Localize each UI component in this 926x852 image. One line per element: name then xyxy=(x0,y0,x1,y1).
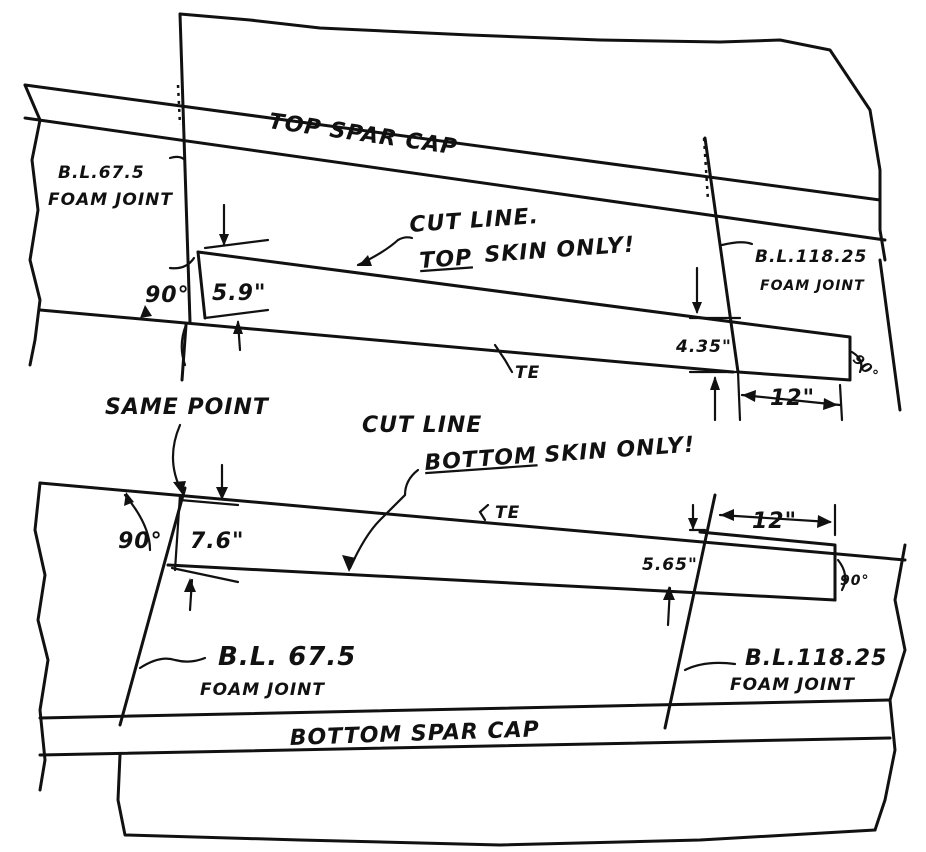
arrowhead xyxy=(342,555,356,572)
bl-11825-bottom-label: B.L.118.25 xyxy=(745,646,887,671)
arrowhead xyxy=(663,586,675,600)
top-skin-only-label: SKIN ONLY! xyxy=(484,233,636,268)
bottom-dim-ext-2 xyxy=(170,566,240,584)
bl-675-bottom-label: B.L. 67.5 xyxy=(218,642,356,672)
top-left-foam-segment xyxy=(196,250,207,320)
arrowhead xyxy=(124,492,134,506)
bottom-cut-line xyxy=(166,563,837,602)
bottom-spar-cap-lower xyxy=(38,736,892,757)
arrowhead xyxy=(216,487,228,500)
foam-joint-bottom-right-label: FOAM JOINT xyxy=(730,675,855,695)
arrowhead xyxy=(710,376,720,390)
foam-joint-top-right-label: FOAM JOINT xyxy=(760,278,865,294)
bottom-right-90-arc xyxy=(836,558,847,592)
top-spar-cap-line-lower xyxy=(23,116,887,242)
top-dim-ext-1 xyxy=(203,238,270,250)
cut-line-bottom-label: CUT LINE xyxy=(362,413,482,438)
top-view-upper-outline xyxy=(178,12,887,262)
top-90-arc xyxy=(168,256,196,270)
dim-bottom-left-label: 7.6" xyxy=(190,529,244,554)
foam-joint-bottom-left-label: FOAM JOINT xyxy=(200,680,325,700)
top-cut-leader xyxy=(356,236,414,267)
arrowhead xyxy=(173,481,186,494)
top-foam-joint-left xyxy=(178,12,192,324)
top-12-tick-right xyxy=(838,383,844,422)
top-spar-cap-label: TOP SPAR CAP xyxy=(267,109,459,160)
bottom-right-box xyxy=(698,530,837,602)
bottom-foam-joint-left-upper xyxy=(173,493,182,572)
bottom-te-leader xyxy=(478,503,490,522)
te-bottom-label: TE xyxy=(495,503,520,523)
arrowhead xyxy=(742,390,756,402)
arrowhead xyxy=(688,518,698,530)
bottom-left-outline xyxy=(33,481,50,792)
bottom-12-dim-line xyxy=(718,513,832,524)
angle-top-left-label: 90° xyxy=(145,283,190,308)
bottom-bl-right-leader xyxy=(683,661,737,672)
arrowhead xyxy=(184,578,196,592)
angle-bottom-right-label: 90° xyxy=(840,573,869,589)
labels: TOP SPAR CAP B.L.67.5 FOAM JOINT CUT LIN… xyxy=(48,109,887,751)
dim-top-right-label: 4.35" xyxy=(675,337,732,357)
top-foam-joint-left-dash xyxy=(176,84,182,126)
bottom-skin-only-label: SKIN ONLY! xyxy=(544,433,696,468)
arrowhead xyxy=(823,398,838,410)
top-right-90-arc xyxy=(850,350,863,374)
top-foam-joint-right xyxy=(703,136,740,374)
bottom-bl-left-leader xyxy=(138,656,207,670)
top-right-extension xyxy=(731,320,852,382)
angle-top-right-label: 90° xyxy=(849,352,881,384)
dim-bottom-right-label: 5.65" xyxy=(642,555,698,575)
bottom-skin-word-label: BOTTOM xyxy=(424,443,538,476)
arrowhead xyxy=(140,305,152,318)
angle-bottom-left-label: 90° xyxy=(118,529,163,554)
arrowhead xyxy=(720,509,734,521)
same-point-label: SAME POINT xyxy=(105,395,270,420)
bottom-lower-outline xyxy=(116,753,877,847)
bottom-dim-ext-1 xyxy=(178,498,240,507)
top-bl-left-leader xyxy=(168,155,187,162)
bottom-cut-leader xyxy=(348,468,420,570)
top-12-tick-left xyxy=(736,370,742,422)
bl-675-top-label: B.L.67.5 xyxy=(58,163,145,183)
top-right-outline xyxy=(878,258,902,412)
bottom-foam-joint-left xyxy=(118,486,187,727)
dim-bottom-12-label: 12" xyxy=(752,509,797,534)
top-foam-joint-right-dash xyxy=(702,137,710,201)
foam-joint-top-left-label: FOAM JOINT xyxy=(48,190,173,210)
top-view-left-edge xyxy=(23,83,42,367)
arrowhead xyxy=(692,302,702,314)
top-cut-line xyxy=(196,250,735,324)
top-skin-edge xyxy=(38,308,735,374)
dim-top-left-label: 5.9" xyxy=(212,281,266,306)
arrowhead xyxy=(219,234,229,246)
top-te-leader xyxy=(493,343,514,374)
bottom-foam-joint-right xyxy=(663,493,717,730)
arrowhead xyxy=(817,515,832,528)
arrowheads xyxy=(124,234,838,600)
top-skin-word-label: TOP xyxy=(419,245,473,274)
arrowhead xyxy=(233,320,243,334)
bl-11825-top-label: B.L.118.25 xyxy=(755,247,867,267)
top-dim-ext-2 xyxy=(203,308,270,320)
bottom-spar-cap-upper xyxy=(38,698,892,720)
dim-top-12-label: 12" xyxy=(770,386,815,411)
top-lower-foam-line xyxy=(180,323,188,382)
top-bl-right-leader xyxy=(720,241,754,247)
te-top-label: TE xyxy=(515,363,540,383)
cut-line-top-label: CUT LINE. xyxy=(409,204,540,238)
arrowhead xyxy=(358,255,372,266)
top-spar-cap-line-upper xyxy=(23,83,882,202)
bottom-skin-view xyxy=(33,323,907,847)
bottom-right-outline xyxy=(873,543,907,832)
top-skin-view xyxy=(23,12,902,422)
